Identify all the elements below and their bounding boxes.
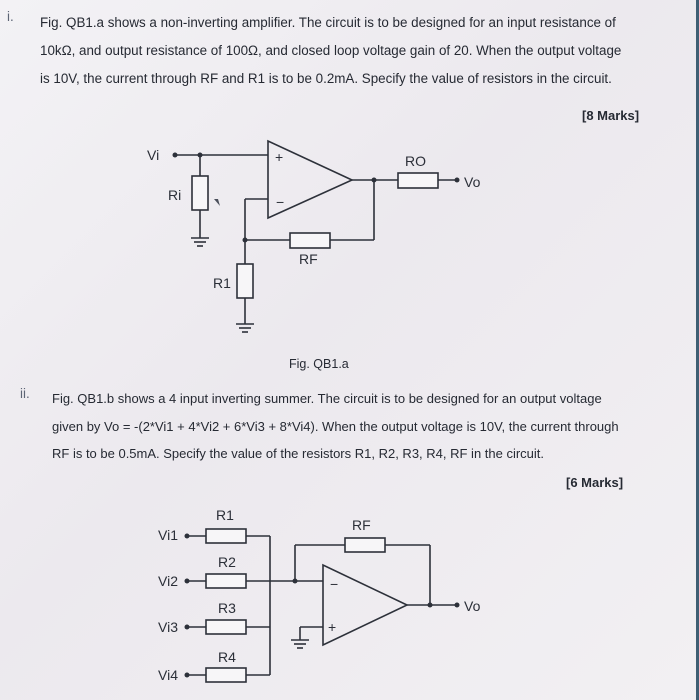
r1-label-b: R1 <box>216 507 234 523</box>
opamp-a <box>267 139 354 220</box>
ro-label: RO <box>405 153 426 169</box>
rf-resistor-b <box>344 537 386 553</box>
ri-label: Ri <box>168 187 181 203</box>
r1-resistor-b <box>205 528 247 544</box>
question-number-ii: ii. <box>20 386 30 401</box>
r4-resistor <box>205 667 247 683</box>
ri-resistor <box>191 175 209 211</box>
opamp-a-plus: + <box>275 149 283 165</box>
ro-resistor <box>397 172 439 189</box>
opamp-b <box>322 563 409 647</box>
fig-qb1a-caption: Fig. QB1.a <box>289 357 349 371</box>
q1-marks: [8 Marks] <box>582 108 640 123</box>
r2-resistor <box>205 573 247 589</box>
q2-text-line-1: Fig. QB1.b shows a 4 input inverting sum… <box>52 391 602 406</box>
vo-label-b: Vo <box>464 598 481 614</box>
r1-resistor-a <box>236 263 254 299</box>
opamp-a-minus: − <box>276 194 284 210</box>
q2-marks: [6 Marks] <box>566 475 624 490</box>
rf-resistor-a <box>289 232 331 249</box>
r2-label: R2 <box>218 554 236 570</box>
r3-label: R3 <box>218 600 236 616</box>
vo-terminal-b <box>454 602 460 608</box>
vi2-label: Vi2 <box>158 573 178 589</box>
inverting-summer-circuit: Vi1 R1 Vi2 R2 Vi3 R3 Vi4 R4 <box>158 507 481 683</box>
r3-resistor <box>205 619 247 635</box>
r1-label-a: R1 <box>213 275 231 291</box>
r4-label: R4 <box>218 649 236 665</box>
cursor-mark <box>214 199 220 206</box>
opamp-b-plus: + <box>328 619 336 635</box>
vi-label: Vi <box>147 147 159 163</box>
q2-text-line-2: given by Vo = -(2*Vi1 + 4*Vi2 + 6*Vi3 + … <box>52 419 619 434</box>
opamp-b-minus: − <box>330 576 338 592</box>
vi1-label: Vi1 <box>158 527 178 543</box>
vi3-label: Vi3 <box>158 619 178 635</box>
edge-strip <box>696 0 699 700</box>
non-inverting-amplifier-circuit: Vi Ri + − RO Vo <box>147 139 481 333</box>
vo-terminal <box>454 177 460 183</box>
rf-label-b: RF <box>352 517 371 533</box>
q1-text-line-1: Fig. QB1.a shows a non-inverting amplifi… <box>40 15 616 30</box>
q1-text-line-3: is 10V, the current through RF and R1 is… <box>40 71 612 86</box>
vi4-label: Vi4 <box>158 667 178 683</box>
q1-text-line-2: 10kΩ, and output resistance of 100Ω, and… <box>40 43 622 58</box>
question-number-i: i. <box>7 9 14 24</box>
vo-label: Vo <box>464 174 481 190</box>
q2-text-line-3: RF is to be 0.5mA. Specify the value of … <box>52 446 545 461</box>
rf-label-a: RF <box>299 251 318 267</box>
